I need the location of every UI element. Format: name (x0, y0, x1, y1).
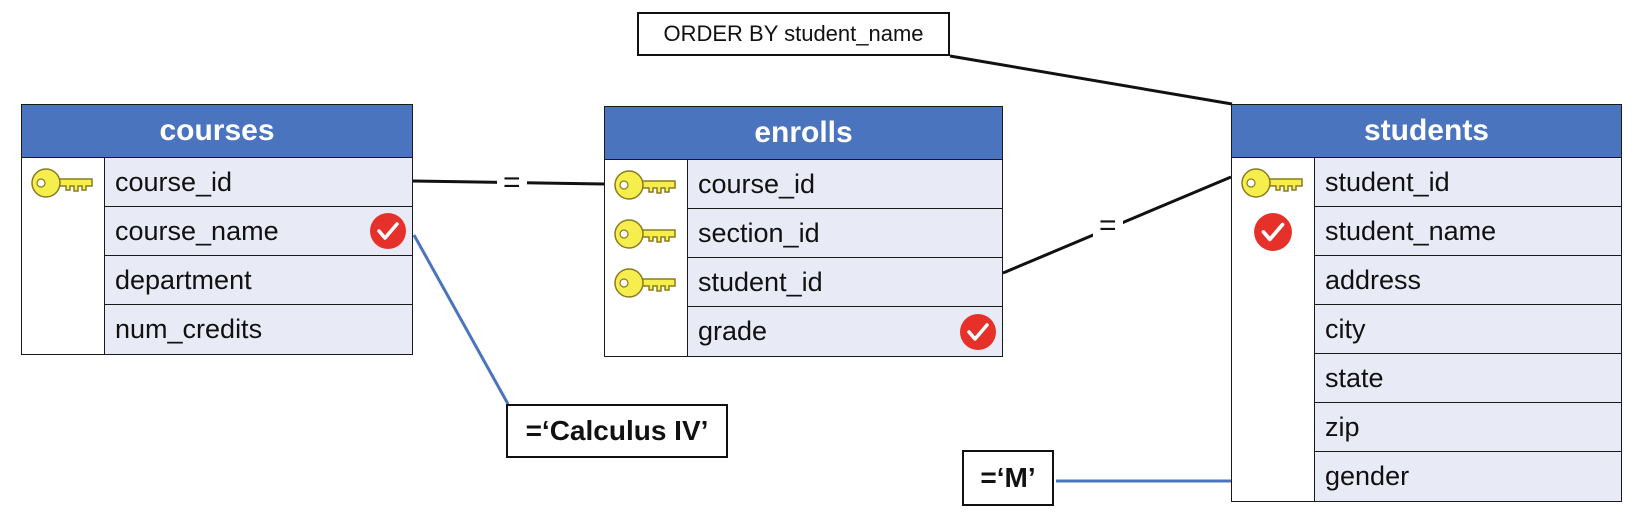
field-zip: zip (1314, 403, 1621, 452)
field-student-name: student_name (1314, 207, 1621, 256)
students-row-zip: zip (1232, 403, 1621, 452)
check-icon (960, 313, 996, 350)
students-row-gender: gender (1232, 452, 1621, 501)
key-icon (614, 267, 676, 298)
field-city: city (1314, 305, 1621, 354)
field-label: num_credits (115, 314, 263, 344)
check-icon (370, 213, 406, 249)
field-label: section_id (698, 217, 820, 248)
field-gender: gender (1314, 452, 1621, 501)
enrolls-key-cell (605, 258, 687, 307)
field-department: department (104, 256, 412, 305)
gender-filter-label: =‘M’ (962, 450, 1054, 506)
students-check-cell (1232, 207, 1314, 256)
enrolls-table: enrolls course_id section_id (604, 106, 1003, 357)
key-icon (614, 169, 676, 200)
calculus-filter-connector (412, 234, 510, 405)
key-icon (1241, 167, 1303, 198)
key-icon (31, 167, 93, 198)
check-icon (1254, 212, 1292, 251)
field-label: student_name (1325, 215, 1497, 246)
courses-table-header: courses (22, 105, 412, 158)
enrolls-row-section-id: section_id (605, 209, 1002, 258)
field-course-id: course_id (104, 158, 412, 207)
calculus-filter-text: =‘Calculus IV’ (525, 415, 709, 446)
field-course-name: course_name (104, 207, 412, 256)
students-row-student-id: student_id (1232, 158, 1621, 207)
students-row-student-name: student_name (1232, 207, 1621, 256)
students-row-address: address (1232, 256, 1621, 305)
students-row-city: city (1232, 305, 1621, 354)
order-by-text: ORDER BY student_name (663, 21, 924, 46)
field-label: address (1325, 264, 1422, 295)
field-address: address (1314, 256, 1621, 305)
courses-row-course-name: course_name (22, 207, 412, 256)
gender-filter-text: =‘M’ (980, 462, 1036, 493)
enrolls-row-course-id: course_id (605, 160, 1002, 209)
courses-key-cell (22, 158, 104, 207)
field-label: department (115, 264, 252, 295)
enrolls-key-cell (605, 160, 687, 209)
field-label: city (1325, 313, 1366, 344)
courses-table: courses course_id course_name department (21, 104, 413, 355)
field-student-id: student_id (1314, 158, 1621, 207)
students-table: students student_id student_name address (1231, 104, 1622, 502)
field-label: grade (698, 316, 768, 346)
enrolls-row-grade: grade (605, 307, 1002, 356)
enrolls-table-header: enrolls (605, 107, 1002, 160)
key-icon (614, 218, 676, 249)
field-section-id: section_id (687, 209, 1002, 258)
students-key-cell (1232, 158, 1314, 207)
order-by-label: ORDER BY student_name (637, 12, 950, 56)
courses-row-course-id: course_id (22, 158, 412, 207)
field-label: student_id (1325, 166, 1450, 197)
field-label: course_id (115, 166, 233, 197)
courses-row-department: department (22, 256, 412, 305)
field-label: course_name (115, 215, 279, 246)
field-student-id: student_id (687, 258, 1002, 307)
students-row-state: state (1232, 354, 1621, 403)
join-equals-sign-1: = (497, 168, 527, 198)
field-label: state (1325, 362, 1384, 393)
field-state: state (1314, 354, 1621, 403)
field-label: course_id (698, 168, 816, 199)
enrolls-key-cell (605, 209, 687, 258)
order-by-connector (949, 54, 1233, 106)
calculus-filter-label: =‘Calculus IV’ (506, 404, 728, 458)
join-equals-sign-2: = (1093, 211, 1123, 241)
field-course-id: course_id (687, 160, 1002, 209)
enrolls-row-student-id: student_id (605, 258, 1002, 307)
field-label: student_id (698, 266, 823, 297)
field-num-credits: num_credits (104, 305, 412, 354)
field-label: gender (1325, 461, 1410, 491)
field-grade: grade (687, 307, 1002, 356)
field-label: zip (1325, 411, 1360, 442)
students-table-header: students (1232, 105, 1621, 158)
courses-row-num-credits: num_credits (22, 305, 412, 354)
